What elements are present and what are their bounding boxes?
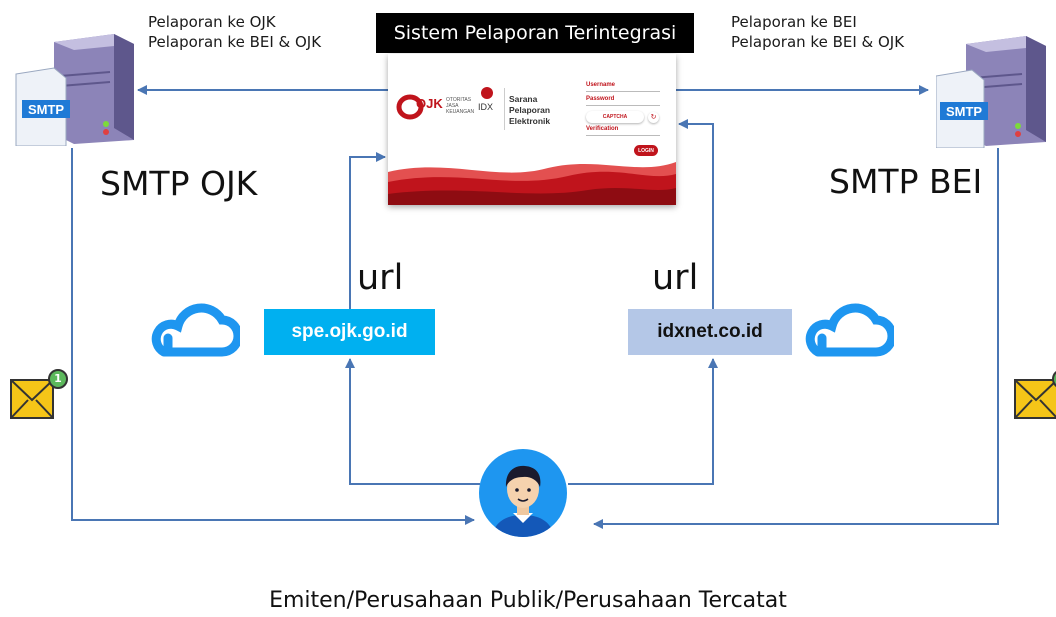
arrow-user-to-spe (345, 358, 480, 485)
ojk-subtitle: OTORITAS JASA KEUANGAN (446, 97, 475, 115)
arrow-idxnet-to-portal (678, 119, 714, 310)
login-button[interactable]: LOGIN (634, 145, 658, 156)
verification-label: Verification (586, 126, 619, 132)
mail-count-badge: 1 (54, 372, 62, 385)
system-title: Sistem Pelaporan Terintegrasi (376, 13, 694, 53)
server-icon (935, 36, 1046, 149)
portal-heading: Sarana Pelaporan Elektronik (509, 94, 551, 126)
idxnet-url-box[interactable]: idxnet.co.id (628, 309, 792, 355)
portal-login-screenshot: OJK OTORITAS JASA KEUANGAN IDX Sarana Pe… (388, 54, 676, 205)
smtp-bei-label: SMTP BEI (829, 162, 983, 201)
smtp-bei-server: SMTP (935, 30, 1054, 149)
arrow-user-to-idxnet (568, 358, 718, 485)
smtp-ojk-server: SMTP (10, 28, 138, 147)
cloud-icon (805, 303, 894, 357)
smtp-badge: SMTP (22, 100, 70, 118)
mail-notification-right: 1 (1012, 368, 1056, 424)
smtp-ojk-label: SMTP OJK (100, 164, 258, 203)
right-note-1: Pelaporan ke BEI (731, 13, 857, 31)
idx-logo-text: IDX (478, 102, 494, 112)
envelope-icon (10, 369, 68, 419)
cloud-icon (151, 303, 240, 357)
user-avatar-icon (479, 449, 567, 537)
right-note-2: Pelaporan ke BEI & OJK (731, 33, 905, 51)
arrow-spe-to-portal (349, 152, 386, 310)
url-label-ojk: url (357, 258, 404, 298)
idx-logo-icon (481, 87, 493, 99)
left-note-2: Pelaporan ke BEI & OJK (148, 33, 322, 51)
url-label-bei: url (652, 258, 699, 298)
mail-notification-left: 1 (8, 368, 70, 424)
left-note-1: Pelaporan ke OJK (148, 13, 276, 31)
user-caption: Emiten/Perusahaan Publik/Perusahaan Terc… (269, 588, 787, 613)
password-input[interactable] (586, 105, 660, 106)
username-label: Username (586, 82, 616, 88)
ojk-logo-icon (396, 94, 424, 120)
ojk-logo-text: OJK (416, 96, 443, 111)
password-label: Password (586, 96, 615, 102)
smtp-badge: SMTP (940, 102, 988, 120)
captcha-image: CAPTCHA (586, 111, 644, 123)
arrow-smtp-bei-to-user (593, 148, 999, 529)
spe-ojk-url-box[interactable]: spe.ojk.go.id (264, 309, 435, 355)
envelope-icon (1014, 371, 1056, 419)
server-icon (15, 34, 134, 147)
portal-wave-decoration (388, 162, 676, 205)
username-input[interactable] (586, 91, 660, 92)
logo-divider (504, 88, 505, 130)
refresh-captcha-icon[interactable]: ↻ (648, 112, 659, 123)
arrow-smtp-ojk-to-user (71, 148, 475, 525)
verification-input[interactable] (586, 135, 660, 136)
